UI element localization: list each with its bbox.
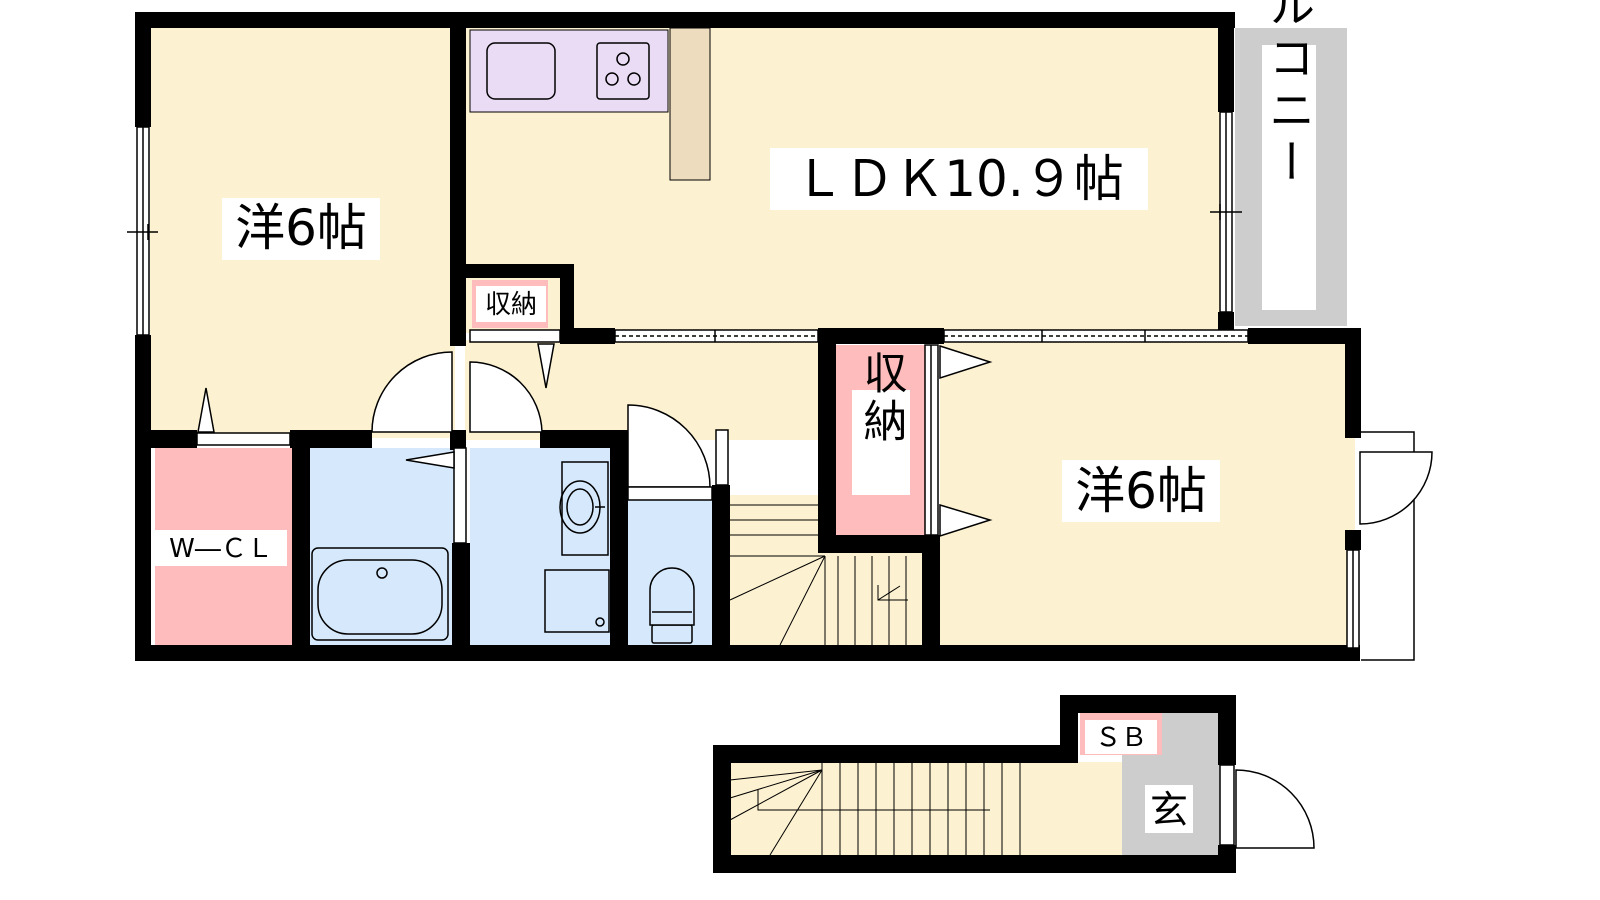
fold-door-storage-small	[537, 343, 555, 389]
sliding-door-bath	[453, 447, 467, 544]
fold-door-bath	[405, 451, 455, 469]
wall-tallstorage-right	[922, 535, 940, 647]
wall-lower-left	[713, 745, 731, 873]
wall-left-top	[135, 12, 151, 127]
wall-bottom	[135, 645, 1360, 661]
walls	[135, 12, 1361, 873]
washbasin-icon	[559, 461, 609, 556]
kitchen-sink-icon	[486, 42, 556, 100]
wall-ldk-right-top	[1218, 12, 1234, 112]
room-labels: 洋6帖 ＬＤＫ10.９帖 バルコニー 収納 収納 洋6帖 W―ＣＬ ＳＢ 玄	[155, 0, 1316, 833]
sliding-door-wcl	[196, 432, 291, 446]
label-balcony: バルコニー	[1262, 0, 1316, 190]
fold-door-tall-2	[939, 503, 993, 538]
window-toilet	[715, 429, 729, 486]
door-room2-bay	[1359, 451, 1433, 525]
wall-ldk-bottom-c	[1248, 328, 1360, 344]
label-shoe-box: ＳＢ	[1095, 723, 1147, 753]
door-room1	[371, 351, 453, 433]
wall-lower-right-top	[1218, 695, 1236, 765]
wall-lower-bottom	[713, 855, 1236, 873]
door-entrance-leaf	[1219, 764, 1235, 846]
wall-lower-top-a	[713, 745, 1075, 763]
wall-right-lower-top	[1345, 328, 1361, 438]
windows	[127, 111, 1415, 661]
label-ldk: ＬＤＫ10.９帖	[794, 150, 1124, 208]
staircase-lower	[729, 762, 1021, 856]
sliding-door-storage-small	[469, 329, 561, 343]
wall-wash-toilet	[610, 430, 628, 655]
wall-left-bottom	[135, 335, 151, 660]
door-washroom	[469, 361, 543, 433]
label-entrance: 玄	[1150, 788, 1188, 832]
wall-room1-bottom-a	[135, 430, 197, 448]
wall-right-lower-bottom	[1345, 530, 1361, 550]
wall-wash-top	[540, 430, 625, 448]
wall-lower-right-bottom	[1218, 845, 1236, 873]
wall-storage-right	[560, 264, 574, 344]
wall-wcl-bath	[292, 430, 310, 655]
doors	[197, 343, 1433, 849]
door-toilet	[627, 404, 711, 488]
wall-top	[135, 12, 1235, 28]
label-storage-tall: 収納	[856, 350, 907, 446]
toilet-icon	[649, 567, 695, 644]
wall-room1-ldk-low	[450, 430, 466, 450]
label-walk-in-closet: W―ＣＬ	[169, 534, 273, 564]
wall-bath-wash-top	[452, 543, 470, 653]
door-toilet-leaf	[627, 486, 713, 501]
wall-tallstorage-bottom	[818, 535, 940, 553]
wall-storage-top	[466, 264, 574, 278]
wall-lower-top-b	[1060, 695, 1236, 713]
staircase-upper	[729, 504, 908, 646]
bathtub-icon	[311, 547, 449, 641]
wall-toilet-right	[712, 485, 730, 655]
fixtures	[311, 42, 695, 644]
label-western-room-2: 洋6帖	[1075, 462, 1207, 520]
wall-ldk-bottom-b	[818, 328, 944, 344]
label-western-room-1: 洋6帖	[235, 199, 367, 257]
wall-tallstorage-left	[818, 328, 836, 553]
door-entrance	[1235, 769, 1315, 849]
label-storage-small: 収納	[485, 290, 537, 320]
wall-room1-ldk	[450, 28, 466, 346]
fold-door-room1	[197, 387, 215, 433]
wall-ldk-bottom-a	[560, 328, 615, 344]
wall-room1-bottom-b	[290, 430, 372, 448]
washing-machine-pan-icon	[544, 569, 610, 633]
wall-ldk-right-bottom	[1218, 312, 1234, 330]
stove-icon	[596, 42, 650, 100]
fold-door-tall-1	[939, 344, 993, 380]
counter-island	[669, 27, 711, 181]
